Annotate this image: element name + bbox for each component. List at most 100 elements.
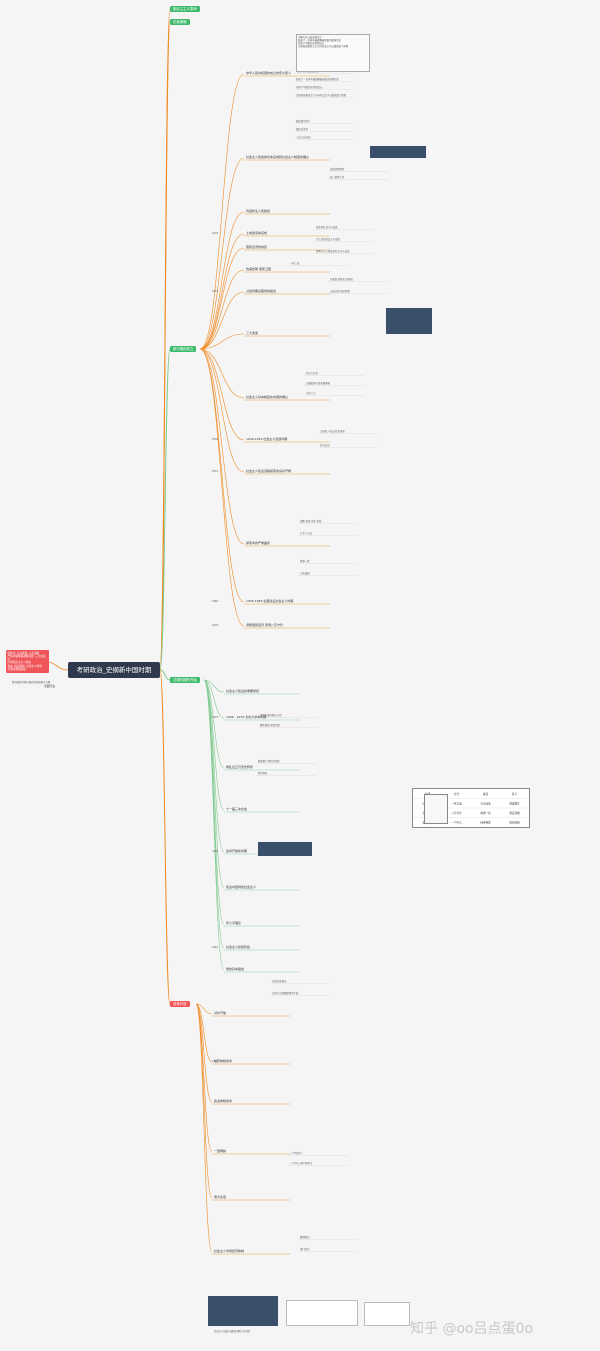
branch-node[interactable]: 政治体制改革 (214, 1099, 233, 1103)
branch-node[interactable]: 建设中国特色社会主义 (226, 885, 257, 889)
branch-node[interactable]: 1956-1966 全面建设社会主义时期 (246, 599, 294, 603)
branch-node[interactable]: 中华人民共和国的成立的伟大意义 (246, 71, 292, 75)
leaf-node[interactable]: 庐山会议 (320, 444, 330, 447)
branch-node[interactable]: 土地改革的完成 (246, 231, 268, 235)
leaf-node[interactable]: 三个有利于 (290, 1152, 302, 1155)
leaf-node[interactable]: 互助组 初级社 高级社 (330, 278, 354, 281)
section-node-establish[interactable]: 新中国的成立 (170, 346, 197, 352)
leaf-node[interactable]: 农业的社会主义改造 (316, 226, 338, 229)
connector-line (199, 348, 245, 545)
branch-node[interactable]: 国民经济的恢复 (246, 245, 268, 249)
note-line: 开辟了中国历史的新纪元 (298, 42, 325, 45)
leaf-node[interactable]: 开辟了中国历史的新纪元 (296, 86, 323, 89)
timeline-label: 1987 (212, 946, 219, 949)
leaf-node[interactable]: 手工业的社会主义改造 (316, 238, 340, 241)
top-node[interactable]: 抗美援朝 (170, 19, 190, 25)
connector-line (45, 661, 69, 671)
connector-line (195, 1003, 213, 1063)
leaf-node[interactable]: 七千人大会 (300, 532, 312, 535)
table-cell: 历史转折 (509, 820, 520, 824)
branch-node[interactable]: 1966 - 1976 文化大革命时期 (226, 715, 267, 719)
leaf-node[interactable]: 计划与市场都是经济手段 (272, 992, 299, 995)
leaf-node[interactable]: 论十大关系 (306, 372, 318, 375)
branch-node[interactable]: 拨乱反正与历史转折 (226, 765, 254, 769)
table-cell: 制度确立 (509, 801, 520, 805)
timeline-label: 1949 (212, 232, 219, 235)
leaf-node[interactable]: 资本主义工商业的社会主义改造 (316, 250, 350, 253)
top-node[interactable]: 新民主主义革命 (170, 6, 200, 12)
leaf-node[interactable]: 统一财经工作 (330, 176, 345, 179)
leaf-node[interactable]: 香港回归 (300, 1236, 310, 1239)
leaf-node[interactable]: 真理标准问题大讨论 (260, 714, 282, 717)
leaf-node[interactable]: 两弹一星 (300, 560, 310, 563)
branch-node[interactable]: 经济体制改革 (214, 1059, 233, 1063)
branch-node[interactable]: 社会主义建设的重要成就 (226, 689, 260, 693)
branch-node[interactable]: 社会主义建设道路探索的良好开端 (246, 469, 292, 473)
branch-node[interactable]: 十一届三中全会 (226, 807, 248, 811)
connector-line (199, 211, 245, 350)
branch-node[interactable]: 过渡时期总路线的提出 (246, 289, 277, 293)
leaf-node[interactable]: 结束了一百多年被侵略被奴役的屈辱历史 (296, 78, 340, 81)
connector-line (203, 679, 225, 889)
connector-line (195, 1003, 213, 1103)
branch-node[interactable]: 社会主义基本制度在中国的确立 (246, 395, 289, 399)
watermark: 知乎 @oo吕点蛋0o (410, 1321, 534, 1337)
left-note-line: 国防出: 东北剥离, 山东剥离 (7, 651, 40, 655)
section-node-transition[interactable]: 过渡时期的开始 (170, 677, 200, 683)
leaf-node[interactable]: 澳门回归 (300, 1248, 310, 1251)
leaf-node[interactable]: 一个中心 两个基本点 (290, 1162, 313, 1165)
branch-node[interactable]: 巩固新生人民政权 (246, 209, 271, 213)
branch-node[interactable]: 调整国民经济 贯彻八字方针 (246, 623, 283, 627)
leaf-node[interactable]: 调整 巩固 充实 提高 (300, 520, 322, 523)
leaf-node[interactable]: 解放思想 实事求是 (260, 724, 280, 727)
leaf-node[interactable]: 三反五反运动 (296, 136, 311, 139)
branch-node[interactable]: 南方谈话 (214, 1195, 227, 1199)
table-cell: 奠定基础 (509, 811, 520, 815)
branch-node[interactable]: 1949-1956 社会主义改造时期 (246, 437, 288, 441)
branch-node[interactable]: 邓小平理论 (226, 921, 242, 925)
connector-line (199, 348, 245, 441)
timeline-label: 1982 (212, 850, 219, 853)
branch-node[interactable]: 抗美援朝 保家卫国 (246, 267, 271, 271)
leaf-node[interactable]: 沿海开放城市 (272, 980, 287, 983)
table-cell: 八字方针 (451, 811, 462, 815)
branch-node[interactable]: 社会主义改造的基本完成和社会主义制度的确立 (246, 155, 310, 159)
leaf-node[interactable]: 中共八大 (306, 392, 316, 395)
branch-node[interactable]: 探索中的严重曲折 (246, 541, 271, 545)
leaf-node[interactable]: 没收官僚资本 (330, 168, 345, 171)
bottom-dark-table (208, 1296, 278, 1326)
root-topic[interactable]: 考研政治_史纲新中国时期 (68, 662, 160, 678)
connector-line (199, 73, 245, 350)
section-node-reform[interactable]: 改革开放 (170, 1001, 190, 1007)
branch-node[interactable]: 社会主义市场经济体制 (214, 1249, 245, 1253)
note-line: 为实现由新民主主义向社会主义过渡创造了前提 (298, 45, 349, 48)
branch-node[interactable]: 对外开放 (214, 1011, 227, 1015)
top-text-note: 中国人民从此站起来了 结束了一百多年被侵略被奴役的屈辱历史 开辟了中国历史的新纪… (296, 34, 370, 72)
leaf-node[interactable]: 为实现由新民主主义向社会主义过渡创造了前提 (296, 94, 347, 97)
timeline-label: 1966 (212, 600, 219, 603)
branch-node[interactable]: 一国两制 (214, 1149, 227, 1153)
branch-node[interactable]: 党的基本路线 (226, 967, 245, 971)
leaf-node[interactable]: 经济特区 (258, 772, 268, 775)
leaf-node[interactable]: 剿灭残余敌人 (296, 120, 311, 123)
connector-line (203, 679, 225, 769)
connector-line (159, 21, 171, 671)
leaf-node[interactable]: 一化三改 (290, 262, 300, 265)
screenshot-thumbnail (258, 842, 312, 856)
branch-node[interactable]: 改革开放新时期 (226, 849, 248, 853)
timeline-label: 1976 (212, 624, 219, 627)
left-note-line: 过渡时期总路线 (7, 667, 26, 671)
connector-line (195, 1003, 213, 1015)
leaf-node[interactable]: 公私合营 赎买政策 (330, 290, 350, 293)
leaf-node[interactable]: 大跃进 人民公社化运动 (320, 430, 345, 433)
leaf-node[interactable]: 镇压反革命 (296, 128, 308, 131)
connector-line (159, 348, 171, 671)
branch-node[interactable]: 三大改造 (246, 331, 259, 335)
timeline-label: 1956 (212, 438, 219, 441)
branch-node[interactable]: 社会主义初级阶段 (226, 945, 251, 949)
left-summary-note: 国防出: 东北剥离, 山东剥离 严格纠偏特殊战略高效: 三大改造的 中国新民主主… (6, 650, 49, 673)
leaf-node[interactable]: 家庭联产承包责任制 (258, 760, 280, 763)
leaf-node[interactable]: 大庆油田 (300, 572, 310, 575)
connector-line (199, 269, 245, 350)
leaf-node[interactable]: 正确处理人民内部矛盾 (306, 382, 330, 385)
